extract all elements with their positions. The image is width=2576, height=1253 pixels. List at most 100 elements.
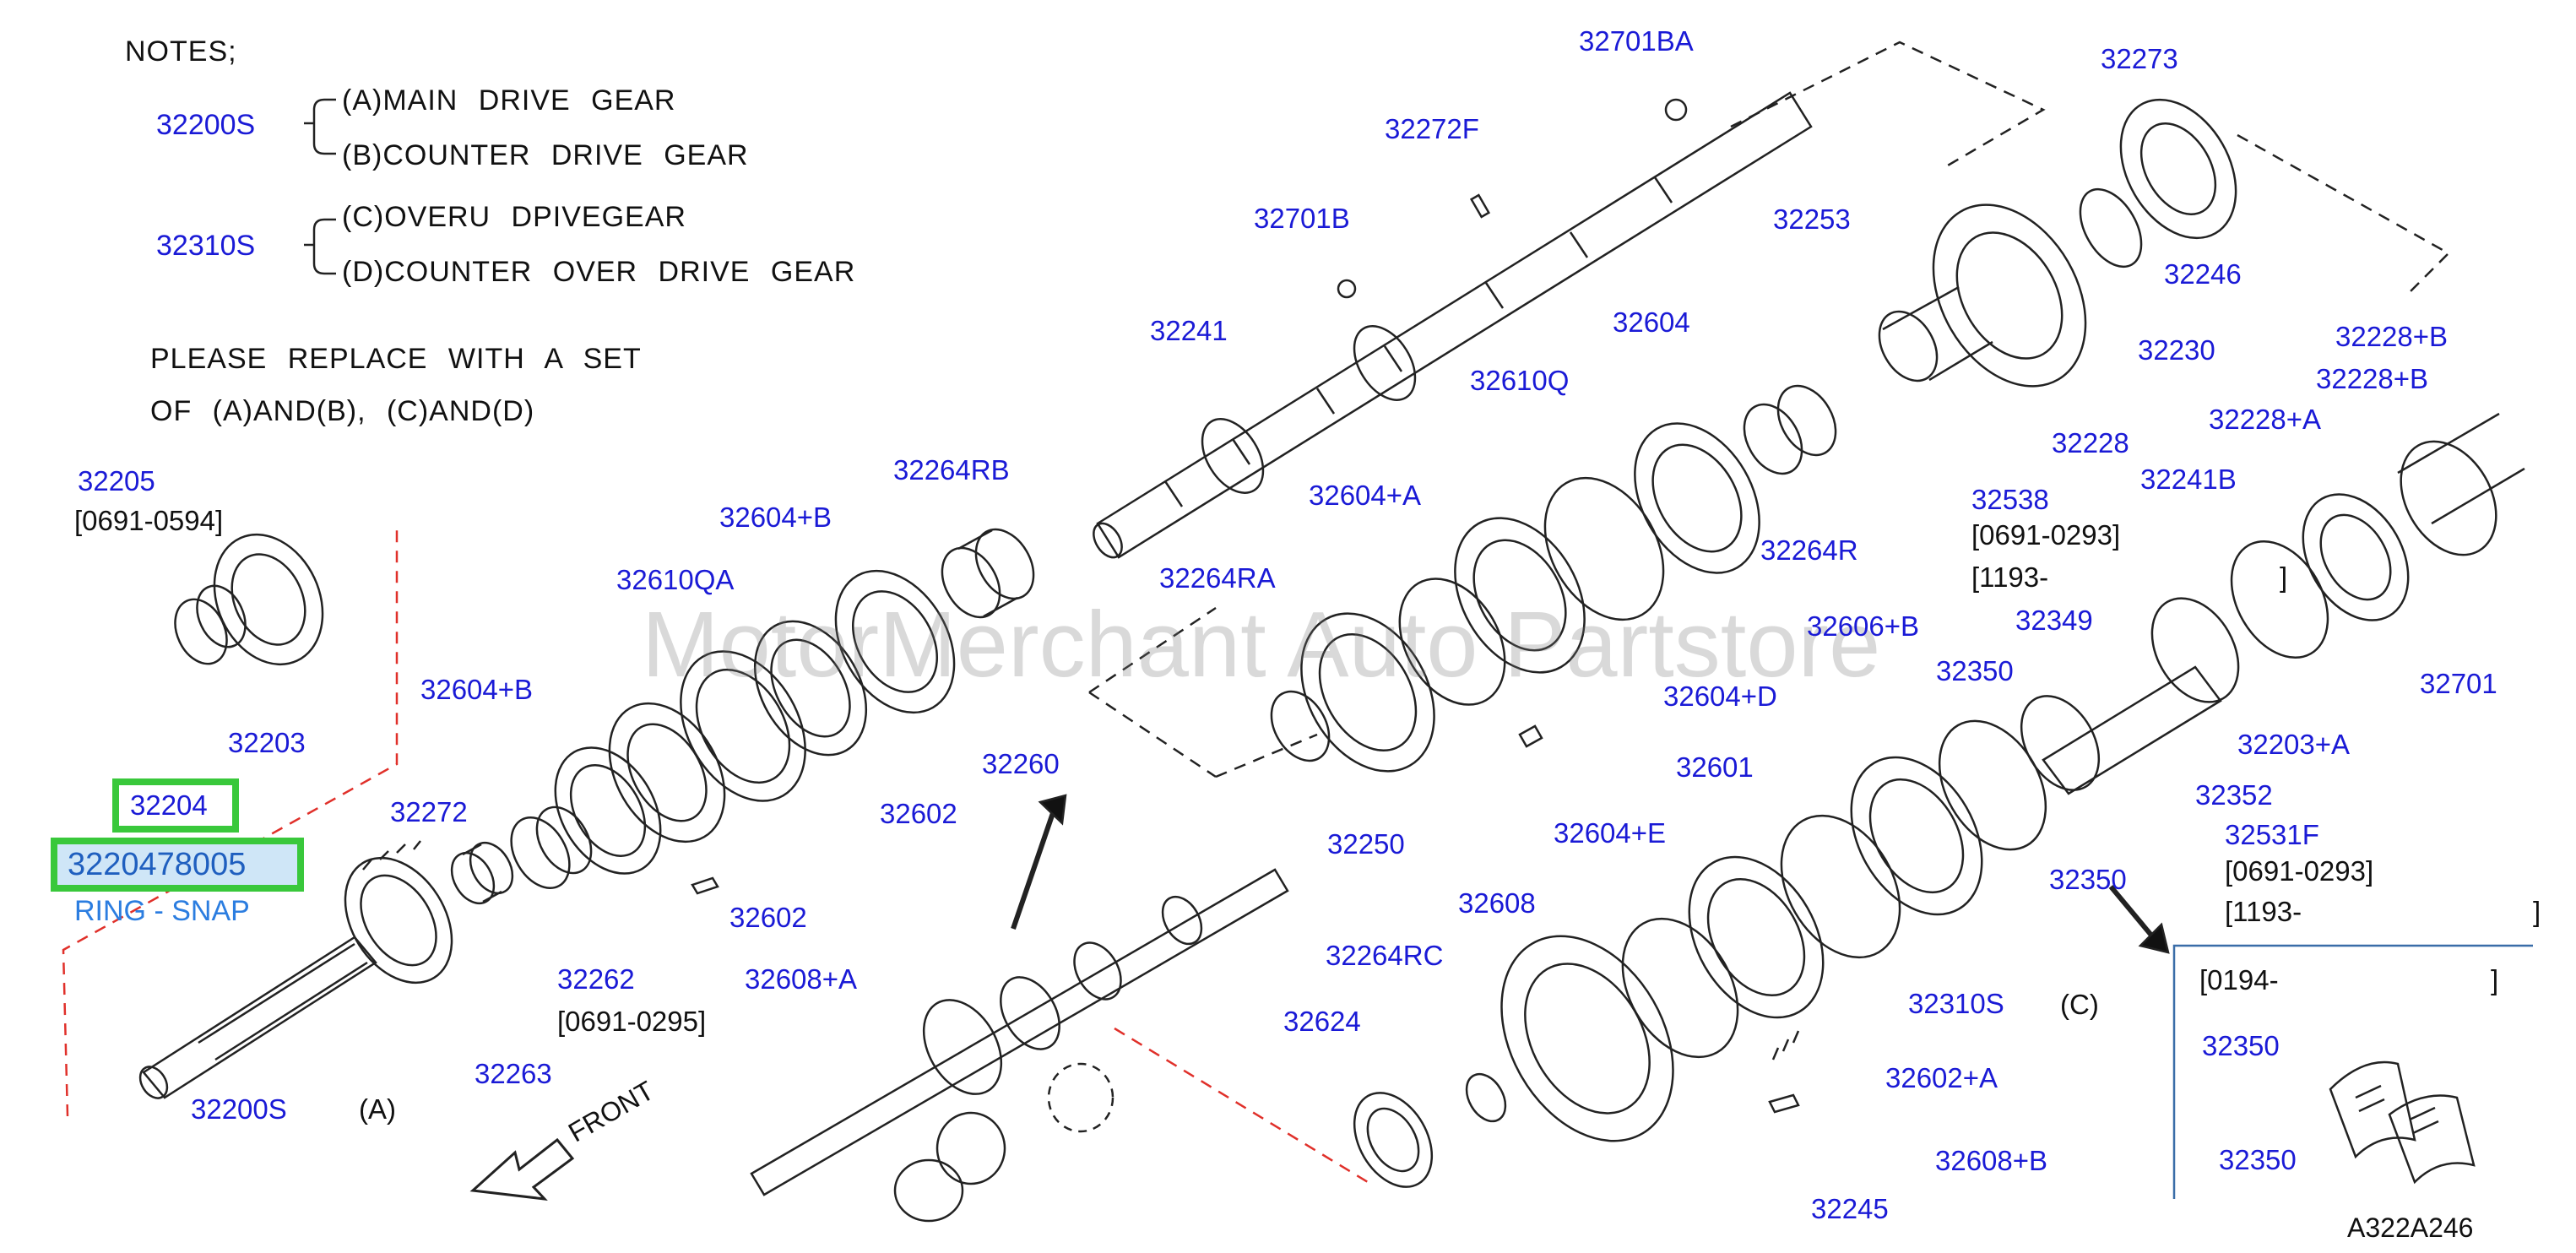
spring-32602a-icon (1771, 1030, 1800, 1060)
part-label[interactable]: 32245 (1811, 1193, 1889, 1224)
part-label[interactable]: 32604+D (1663, 681, 1777, 712)
needle-bearing-icon (450, 841, 514, 905)
dashed-guide-right (2237, 133, 2451, 296)
part-label[interactable]: 32263 (475, 1058, 552, 1089)
figure-code: A322A246 (2347, 1212, 2474, 1243)
arrow-up-icon (1011, 810, 1056, 930)
notes-group-c-part: 32310S (156, 230, 256, 262)
part-label: ] (2533, 896, 2541, 927)
part-label[interactable]: 32610QA (616, 564, 735, 595)
part-label[interactable]: 32601 (1676, 751, 1754, 783)
part-label[interactable]: 32602 (729, 902, 807, 933)
part-label: [0691-0295] (557, 1006, 707, 1037)
part-label[interactable]: 32608+B (1935, 1145, 2048, 1176)
dashed-guide-top (1730, 41, 2046, 171)
part-label[interactable]: 32264RB (893, 454, 1010, 485)
counter-drive-gear-icon (1878, 203, 2087, 388)
brace-c-icon (304, 218, 336, 275)
part-label[interactable]: 32701 (2420, 668, 2497, 699)
inset-part-bottom[interactable]: 32350 (2219, 1144, 2297, 1175)
spacer-32246-icon (2079, 187, 2143, 268)
front-arrow-icon (469, 1137, 575, 1201)
part-label[interactable]: 32241 (1150, 315, 1228, 346)
part-label[interactable]: 32608 (1458, 887, 1536, 919)
highlight-part-box[interactable] (112, 778, 239, 833)
highlight-part-number[interactable]: 32204 (130, 789, 208, 821)
notes-replace-line2: OF (A)AND(B), (C)AND(D) (150, 395, 535, 427)
clip-32608-icon (1518, 724, 1543, 748)
part-label: [0691-0293] (2225, 855, 2374, 887)
part-label[interactable]: 32531F (2225, 819, 2319, 850)
part-label[interactable]: 32260 (982, 748, 1060, 779)
part-label[interactable]: 32350 (1936, 655, 2014, 686)
notes-item-d: (D)COUNTER OVER DRIVE GEAR (342, 256, 856, 288)
part-label[interactable]: 32352 (2195, 779, 2273, 811)
part-label[interactable]: 32602 (880, 798, 957, 829)
part-label[interactable]: 32246 (2164, 258, 2242, 290)
dashed-guide-middle (1088, 606, 1318, 778)
part-label[interactable]: 32203 (228, 727, 306, 758)
bearing-32273-icon (2119, 98, 2237, 240)
pin-32272f-icon (1469, 193, 1491, 219)
ring-32262-icon (535, 806, 593, 875)
part-label[interactable]: 32538 (1971, 484, 2049, 515)
inset-part-top[interactable]: 32350 (2202, 1030, 2280, 1061)
part-label[interactable]: 32604+B (420, 674, 534, 705)
part-label[interactable]: 32273 (2101, 43, 2178, 74)
part-label[interactable]: 32228 (2052, 427, 2129, 458)
part-label: [0691-0293] (1971, 519, 2121, 551)
part-label[interactable]: 32203+A (2237, 729, 2351, 760)
part-label[interactable]: 32349 (2015, 605, 2093, 636)
bearing-32203-icon (213, 533, 324, 666)
main-shaft-icon (1093, 91, 1813, 559)
part-label[interactable]: 32241B (2140, 464, 2237, 495)
part-label[interactable]: 32272F (1385, 113, 1479, 144)
part-label[interactable]: 32624 (1283, 1006, 1361, 1037)
notes-heading: NOTES; (125, 35, 237, 68)
brace-a-icon (304, 98, 336, 155)
ball-32701b-icon (1337, 279, 1357, 299)
part-label[interactable]: 32272 (390, 796, 468, 827)
ring-32263-icon (510, 816, 571, 890)
part-label[interactable]: 32250 (1327, 828, 1405, 860)
part-label[interactable]: 32350 (2049, 864, 2127, 895)
part-label: [1193- (1971, 561, 2049, 593)
part-label[interactable]: 32602+A (1885, 1062, 1998, 1093)
main-drive-gear-icon (138, 840, 453, 1099)
part-label[interactable]: 32264RC (1326, 940, 1444, 971)
part-label[interactable]: 32230 (2138, 334, 2215, 366)
highlight-oem-number[interactable]: 3220478005 (68, 847, 247, 882)
ball-32701ba-icon (1664, 98, 1688, 122)
part-label[interactable]: 32701BA (1579, 25, 1694, 57)
part-label[interactable]: 32604+A (1309, 480, 1422, 511)
highlight-oem-box[interactable] (51, 838, 304, 892)
part-label[interactable]: 32228+A (2209, 404, 2322, 435)
synchro-hub-middle-icon (1270, 422, 1760, 773)
part-label[interactable]: 32264RA (1159, 562, 1276, 594)
part-label[interactable]: 32604+B (719, 502, 832, 533)
notes-group-a-part: 32200S (156, 109, 256, 141)
part-label[interactable]: 32606+B (1807, 610, 1920, 642)
key-32608a-icon (691, 876, 719, 895)
part-label[interactable]: 32228+B (2335, 321, 2449, 352)
notes-item-a: (A)MAIN DRIVE GEAR (342, 84, 676, 117)
part-label[interactable]: 32200S (191, 1093, 287, 1125)
snap-ring-icon (174, 584, 247, 665)
part-label[interactable]: 32604+E (1554, 817, 1667, 849)
part-label[interactable]: 32701B (1254, 203, 1350, 234)
group-label-a: (A) (359, 1093, 396, 1125)
part-label[interactable]: 32228+B (2316, 363, 2429, 394)
part-label[interactable]: 32604 (1613, 306, 1690, 338)
part-label[interactable]: 32205 (78, 465, 155, 496)
inset-bracket-close: ] (2491, 964, 2499, 995)
part-label[interactable]: 32264R (1760, 534, 1858, 566)
part-label[interactable]: 32253 (1773, 203, 1851, 235)
part-label[interactable]: 32608+A (745, 963, 858, 995)
part-label[interactable]: 32262 (557, 963, 635, 995)
part-label[interactable]: 32610Q (1470, 365, 1570, 396)
inset-frame (2172, 944, 2533, 1199)
inset-date: [0194- (2199, 964, 2279, 995)
part-label[interactable]: 32310S (1908, 988, 2004, 1019)
